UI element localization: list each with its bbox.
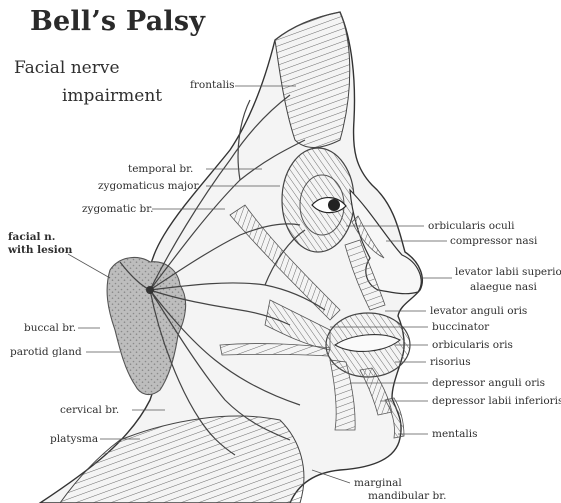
lesion-marker bbox=[146, 286, 154, 294]
label-orbicularis-oris: orbicularis oris bbox=[432, 339, 513, 351]
label-facial-n-line2: with lesion bbox=[8, 244, 72, 256]
label-zygomaticus-major: zygomaticus major bbox=[98, 180, 198, 192]
label-temporal-br: temporal br. bbox=[128, 163, 193, 175]
label-risorius: risorius bbox=[430, 356, 471, 368]
iris bbox=[328, 199, 340, 211]
platysma-muscle bbox=[60, 416, 304, 503]
label-marginal-line2: mandibular br. bbox=[368, 490, 446, 502]
label-compressor-nasi: compressor nasi bbox=[450, 235, 537, 247]
label-marginal-line1: marginal bbox=[354, 477, 402, 489]
label-zygomatic-br: zygomatic br. bbox=[82, 203, 153, 215]
label-orbicularis-oculi: orbicularis oculi bbox=[428, 220, 514, 232]
label-levator-labii-line1: levator labii superioris bbox=[455, 266, 561, 278]
label-buccinator: buccinator bbox=[432, 321, 489, 333]
label-cervical-br: cervical br. bbox=[60, 404, 119, 416]
label-buccal-br: buccal br. bbox=[24, 322, 76, 334]
label-depressor-labii-inferioris: depressor labii inferioris bbox=[432, 395, 561, 407]
label-levator-anguli-oris: levator anguli oris bbox=[430, 305, 527, 317]
subtitle-line2: impairment bbox=[62, 86, 162, 106]
label-parotid-gland: parotid gland bbox=[10, 346, 82, 358]
subtitle-line1: Facial nerve bbox=[14, 58, 120, 78]
label-frontalis: frontalis bbox=[190, 79, 235, 91]
label-mentalis: mentalis bbox=[432, 428, 478, 440]
label-platysma: platysma bbox=[50, 433, 98, 445]
label-depressor-anguli-oris: depressor anguli oris bbox=[432, 377, 545, 389]
page-title: Bell’s Palsy bbox=[30, 6, 205, 37]
label-facial-n-line1: facial n. bbox=[8, 231, 55, 243]
label-levator-labii-line2: alaegue nasi bbox=[470, 281, 537, 293]
